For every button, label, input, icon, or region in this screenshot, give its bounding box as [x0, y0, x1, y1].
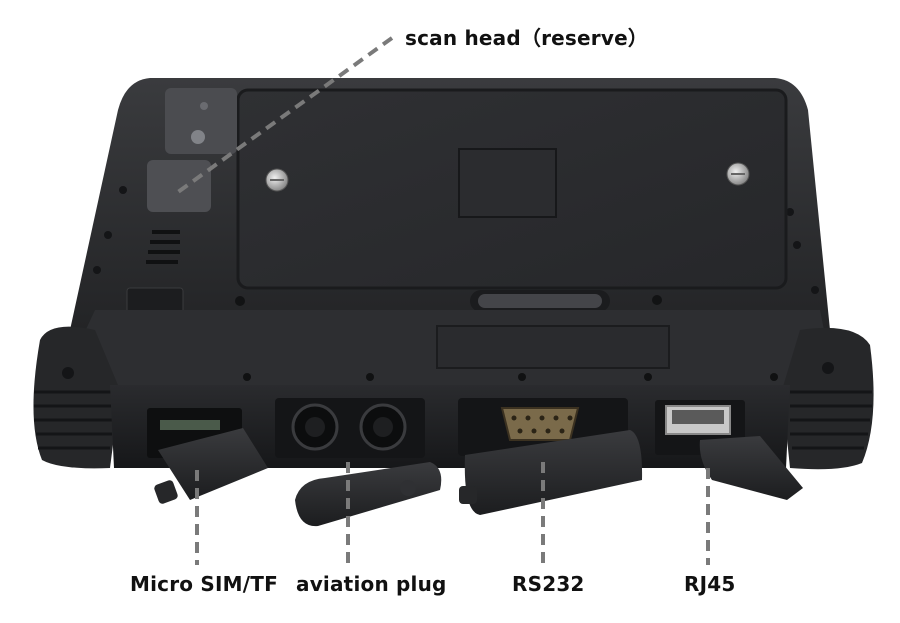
corner-bumper-left [33, 326, 120, 469]
aviation-plug-label: aviation plug [296, 572, 447, 596]
micro-sim-tf-label: Micro SIM/TF [130, 572, 278, 596]
lower-frame [60, 310, 835, 385]
aviation-plug-cover [295, 462, 442, 527]
leader-lines [176, 36, 710, 565]
aviation-plug-port [275, 398, 425, 458]
rs232-label: RS232 [512, 572, 585, 596]
battery-latch [235, 290, 662, 312]
rj45-port [655, 400, 745, 455]
rj45-label: RJ45 [684, 572, 736, 596]
micro-sim-cover [154, 428, 268, 504]
rs232-cover [459, 430, 643, 515]
speaker-grille-icon [146, 230, 180, 264]
corner-bumper-right [782, 327, 874, 470]
battery-cover [236, 88, 788, 290]
rj45-cover [699, 436, 803, 500]
scan-head-window [147, 88, 237, 212]
scan-head-label: scan head（reserve） [405, 26, 649, 50]
